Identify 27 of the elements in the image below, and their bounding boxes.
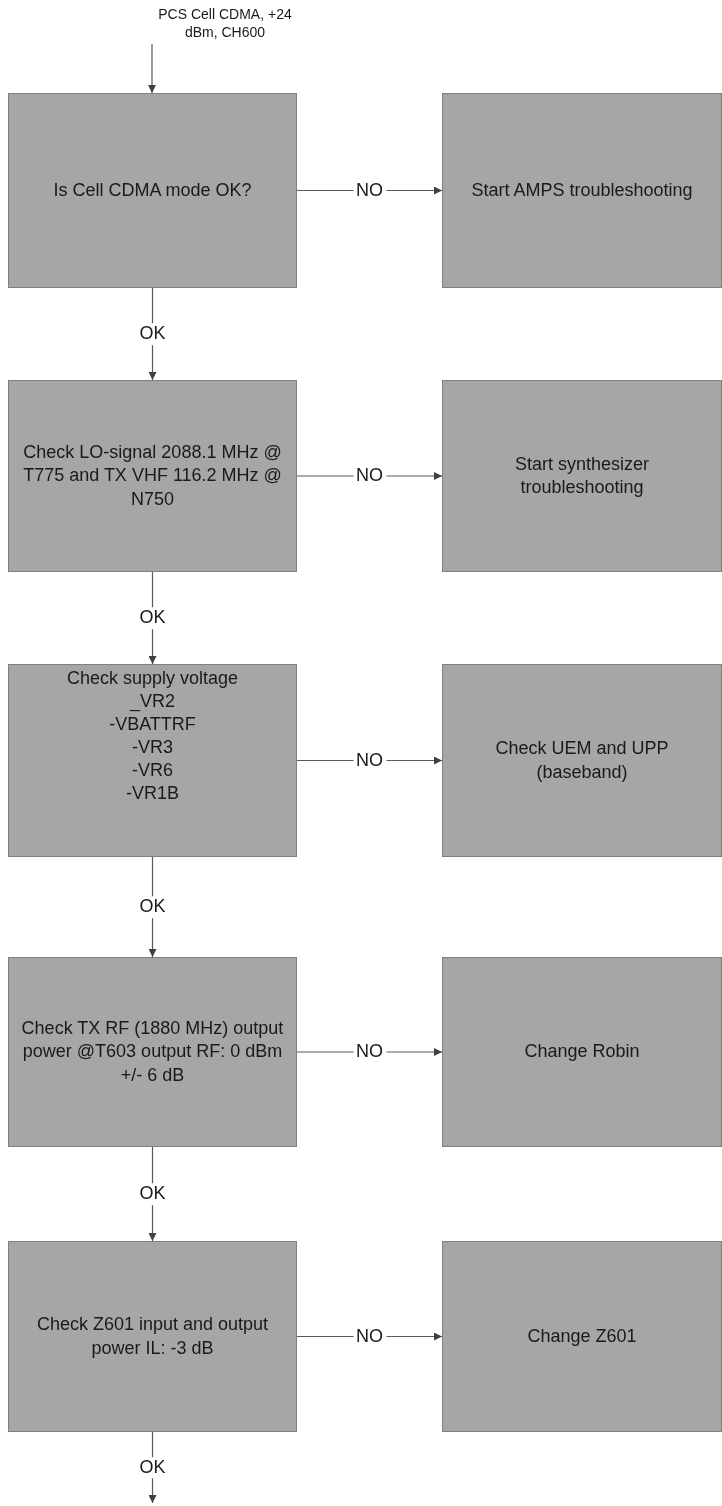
arrow bbox=[148, 43, 156, 94]
process-box bbox=[8, 664, 297, 857]
box-text: Change Robin bbox=[523, 1040, 641, 1064]
input-condition-text: PCS Cell CDMA, +24 dBm, CH600 bbox=[147, 2, 303, 44]
action-box bbox=[442, 93, 722, 288]
box-text: Change Z601 bbox=[526, 1324, 638, 1348]
box-text: Check TX RF (1880 MHz) output power @T603 output RF: 0 dBm +/- 6 dB bbox=[20, 1016, 285, 1087]
process-box bbox=[8, 1241, 297, 1432]
action-box bbox=[442, 664, 722, 857]
box-text: Start synthesizer troubleshooting bbox=[513, 452, 651, 499]
process-box bbox=[8, 957, 297, 1147]
box-text: -VR6 bbox=[131, 759, 174, 783]
box-text: _VR2 bbox=[128, 690, 176, 714]
action-box bbox=[442, 380, 722, 572]
process-box bbox=[8, 380, 297, 572]
process-box bbox=[8, 93, 297, 288]
box-text: Check UEM and UPP (baseband) bbox=[494, 737, 670, 784]
box-text: Check supply voltage bbox=[65, 667, 240, 690]
box-text: -VBATTRF bbox=[108, 713, 197, 737]
box-text: Is Cell CDMA mode OK? bbox=[52, 178, 253, 202]
action-box bbox=[442, 957, 722, 1147]
box-text: Check LO-signal 2088.1 MHz @ T775 and TX VHF 116.2 MHz @ N750 bbox=[22, 440, 283, 511]
box-text: -VR3 bbox=[131, 736, 174, 760]
action-box bbox=[442, 1241, 722, 1432]
box-text: Check Z601 input and output power IL: -3 dB bbox=[35, 1313, 270, 1360]
box-text: -VR1B bbox=[125, 782, 180, 806]
box-text: Start AMPS troubleshooting bbox=[470, 178, 694, 202]
